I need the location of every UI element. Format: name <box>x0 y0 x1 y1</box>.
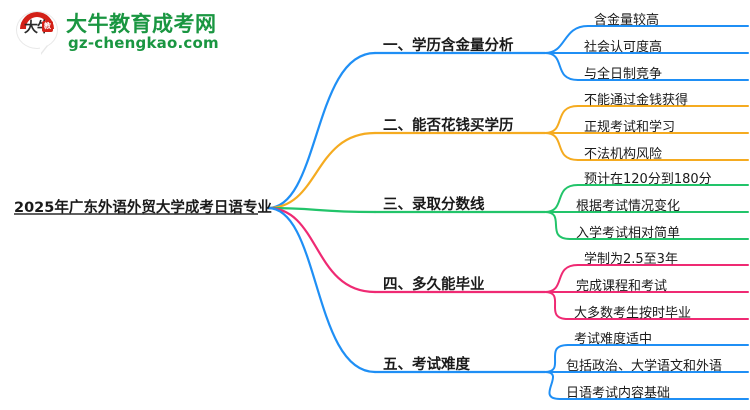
mindmap-leaf-5-2[interactable]: 包括政治、大学语文和外语 <box>566 359 723 374</box>
mindmap-branch-label-5[interactable]: 五、考试难度 <box>383 357 470 373</box>
mindmap-branch-label-4[interactable]: 四、多久能毕业 <box>383 277 485 293</box>
mindmap-leaf-3-1[interactable]: 预计在120分到180分 <box>584 172 712 187</box>
mindmap-root-node[interactable]: 2025年广东外语外贸大学成考日语专业 <box>14 200 272 216</box>
mindmap-leaf-1-3[interactable]: 与全日制竞争 <box>584 67 663 82</box>
mindmap-leaf-5-3[interactable]: 日语考试内容基础 <box>566 386 671 401</box>
mindmap-leaf-2-3[interactable]: 不法机构风险 <box>584 147 663 162</box>
speech-bubble-tail-icon <box>40 42 47 54</box>
mindmap-leaf-4-3[interactable]: 大多数考生按时毕业 <box>574 306 692 321</box>
site-logo: 大牛 教 大牛教育成考网 gz-chengkao.com <box>14 7 219 59</box>
mindmap-leaf-5-1[interactable]: 考试难度适中 <box>574 332 653 347</box>
site-url: gz-chengkao.com <box>68 34 219 52</box>
mindmap-leaf-2-2[interactable]: 正规考试和学习 <box>584 120 676 135</box>
mindmap-branch-label-3[interactable]: 三、录取分数线 <box>383 197 485 213</box>
logo-mark-icon: 大牛 教 <box>14 9 60 55</box>
mindmap-leaf-4-1[interactable]: 学制为2.5至3年 <box>584 252 678 267</box>
logo-mark-badge: 教 <box>42 21 53 32</box>
mindmap-branch-label-2[interactable]: 二、能否花钱买学历 <box>383 118 514 134</box>
mindmap-leaf-4-2[interactable]: 完成课程和考试 <box>576 279 668 294</box>
mindmap-leaf-1-1[interactable]: 含金量较高 <box>594 13 660 28</box>
mindmap-leaf-2-1[interactable]: 不能通过金钱获得 <box>584 93 689 108</box>
site-name: 大牛教育成考网 <box>66 12 217 36</box>
mindmap-leaf-1-2[interactable]: 社会认可度高 <box>584 40 663 55</box>
mindmap-branch-label-1[interactable]: 一、学历含金量分析 <box>383 38 514 54</box>
mindmap-leaf-3-3[interactable]: 入学考试相对简单 <box>576 226 681 241</box>
mindmap-leaf-3-2[interactable]: 根据考试情况变化 <box>576 199 681 214</box>
